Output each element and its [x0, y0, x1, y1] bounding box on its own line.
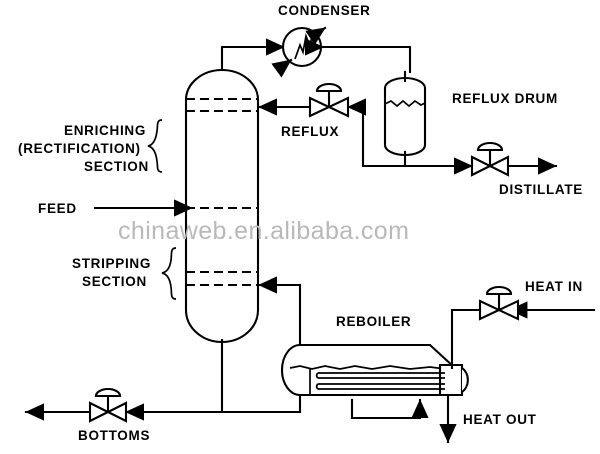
condenser-label: CONDENSER [278, 3, 371, 18]
reflux-label: REFLUX [281, 124, 339, 139]
heat-in-valve[interactable] [478, 285, 520, 321]
enriching-section-brace [147, 119, 163, 173]
watermark-text: chinaweb.en.alibaba.com [118, 217, 409, 245]
heat-in-label: HEAT IN [525, 279, 583, 294]
condenser [271, 26, 412, 78]
overhead-vapor-line [220, 38, 286, 72]
reflux-line [257, 98, 407, 168]
distillate-valve[interactable] [470, 141, 510, 177]
bottoms-label: BOTTOMS [78, 428, 150, 443]
distillation-column [184, 69, 260, 343]
reboiler [281, 343, 469, 397]
feed-label: FEED [38, 201, 77, 216]
reboiler-vapor-return-line [257, 276, 302, 347]
heat-out-label: HEAT OUT [463, 412, 537, 427]
reflux-valve[interactable] [308, 82, 350, 118]
bottoms-valve[interactable] [88, 387, 128, 423]
heat-out-line [350, 393, 457, 444]
stripping-section-label-line2: SECTION [82, 274, 147, 289]
reflux-drum-label: REFLUX DRUM [452, 91, 558, 106]
heat-in-line [450, 301, 596, 370]
stripping-section-label-line1: STRIPPING [72, 256, 151, 271]
column-bottoms-line [24, 338, 302, 421]
reboiler-label: REBOILER [336, 314, 411, 329]
stripping-section-brace [161, 247, 177, 300]
enriching-section-label-line1: ENRICHING [64, 123, 146, 138]
distillate-label: DISTILLATE [499, 182, 583, 197]
enriching-section-label-line3: SECTION [84, 159, 149, 174]
enriching-section-label-line2: (RECTIFICATION) [18, 141, 141, 156]
reflux-drum [383, 70, 427, 168]
